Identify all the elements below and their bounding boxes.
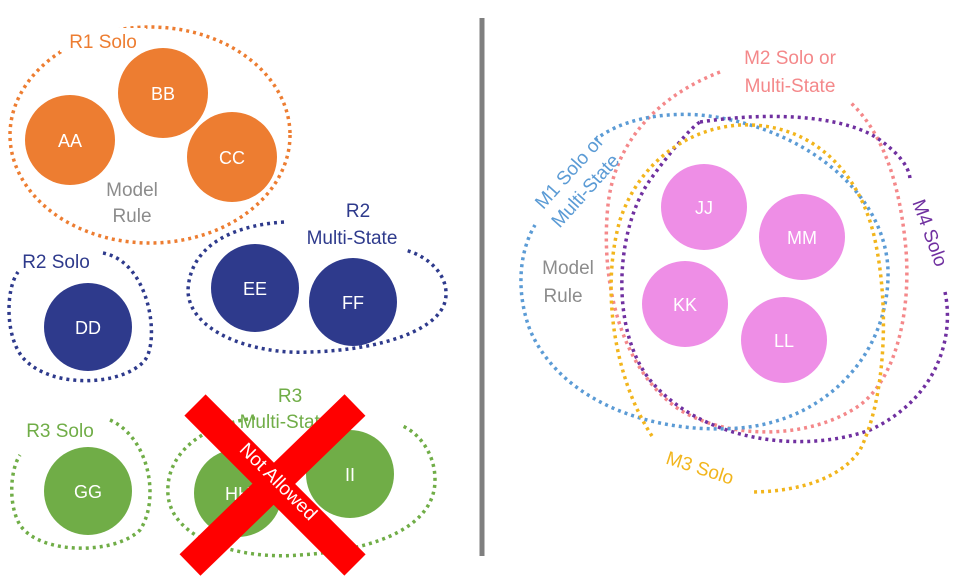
node-bb-label: BB <box>151 84 175 104</box>
r3-multi-label-line2: Multi-State <box>240 412 331 433</box>
node-dd <box>44 283 132 371</box>
node-mm <box>759 194 845 280</box>
m2-label-line1: M2 Solo or <box>744 48 837 69</box>
node-ll-label: LL <box>774 331 794 351</box>
node-ii-label: II <box>345 465 355 485</box>
m2-label-line2: Multi-State <box>745 76 836 97</box>
right-model-rule-line2: Rule <box>543 286 582 307</box>
r1-model-rule-line1: Model <box>106 180 158 201</box>
r2-solo-group: R2 Solo DD <box>7 251 154 383</box>
r2-solo-label: R2 Solo <box>22 252 90 273</box>
r1-solo-label: R1 Solo <box>69 32 137 53</box>
r1-label-mask <box>60 28 146 52</box>
node-kk-label: KK <box>673 295 697 315</box>
r3-solo-boundary <box>10 418 152 550</box>
r1-solo-boundary <box>8 25 292 245</box>
r2-multi-group: R2 Multi-State EE FF <box>186 201 448 354</box>
node-aa <box>25 95 115 185</box>
cross-stroke-b <box>179 394 366 576</box>
node-cc-label: CC <box>219 148 245 168</box>
node-ee <box>211 244 299 332</box>
right-model-rule-line1: Model <box>542 258 594 279</box>
node-gg-label: GG <box>74 482 102 502</box>
m4-boundary <box>620 114 950 444</box>
m2-boundary <box>604 70 909 434</box>
r3-multi-label-line1: R3 <box>278 386 302 407</box>
node-jj-label: JJ <box>695 198 713 218</box>
r2-solo-boundary <box>7 251 154 383</box>
r1-model-rule-line2: Rule <box>112 206 151 227</box>
m1-boundary <box>519 112 890 431</box>
m4-label: M4 Solo <box>907 197 951 270</box>
node-mm-label: MM <box>787 228 817 248</box>
node-jj <box>661 164 747 250</box>
node-kk <box>642 261 728 347</box>
r3-solo-label: R3 Solo <box>26 421 94 442</box>
node-bb <box>118 48 208 138</box>
r2-multi-boundary <box>186 220 448 354</box>
node-ee-label: EE <box>243 279 267 299</box>
r3-solo-group: R3 Solo GG <box>10 418 152 550</box>
node-cc <box>187 112 277 202</box>
node-ll <box>741 297 827 383</box>
r2-multi-label-line2: Multi-State <box>307 228 398 249</box>
r3-multi-boundary <box>166 416 437 558</box>
m-nodes: JJ MM KK LL <box>642 164 845 383</box>
m3-boundary <box>609 123 886 494</box>
r2-multi-label-line1: R2 <box>346 201 370 222</box>
m3-label: M3 Solo <box>663 448 736 490</box>
node-gg <box>44 447 132 535</box>
node-dd-label: DD <box>75 318 101 338</box>
node-ff <box>309 258 397 346</box>
r1-solo-group: R1 Solo AA BB CC Model Rule <box>8 25 292 245</box>
node-aa-label: AA <box>58 131 82 151</box>
node-ff-label: FF <box>342 293 364 313</box>
